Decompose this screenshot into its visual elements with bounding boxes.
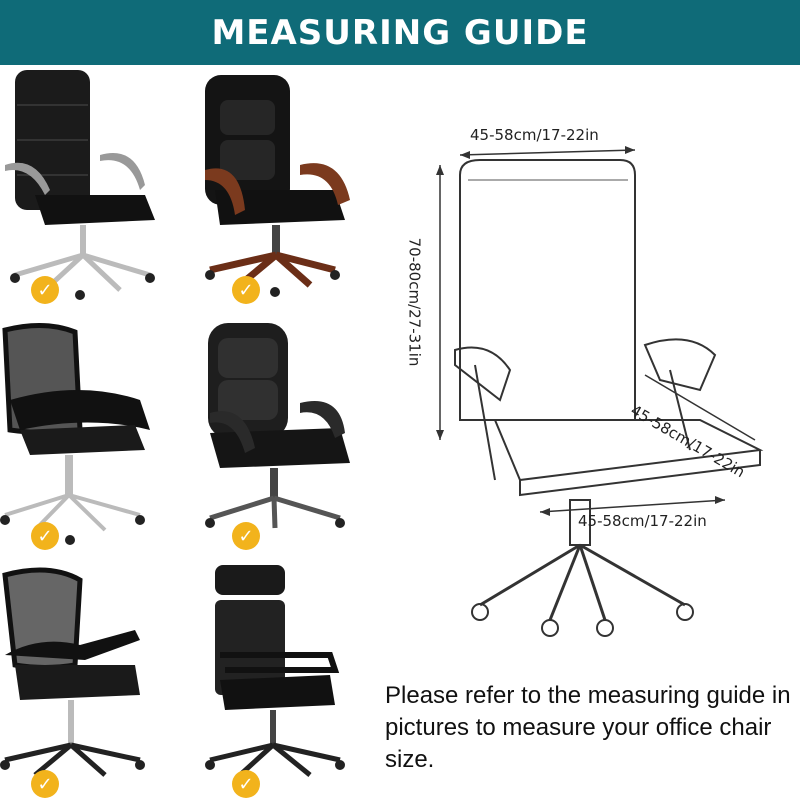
measuring-instructions: Please refer to the measuring guide in p…	[385, 682, 791, 773]
chair-mesh-flip-arm	[0, 565, 190, 810]
header-banner: MEASURING GUIDE	[0, 0, 800, 65]
chair-executive-leather	[5, 65, 195, 310]
page-title: MEASURING GUIDE	[211, 12, 589, 53]
height-dimension-label: 70-80cm/27-31in	[405, 237, 424, 367]
checkmark-icon: ✓	[232, 770, 260, 798]
checkmark-icon: ✓	[31, 770, 59, 798]
checkmark-icon: ✓	[31, 522, 59, 550]
chair-high-back-headrest	[200, 560, 390, 805]
width-dimension-label: 45-58cm/17-22in	[470, 126, 599, 144]
chair-outline-diagram	[400, 100, 800, 660]
checkmark-icon: ✓	[232, 522, 260, 550]
chair-padded-leather	[200, 318, 390, 563]
chair-mesh-back	[0, 320, 190, 565]
chair-wood-arm-executive	[200, 70, 390, 315]
checkmark-icon: ✓	[232, 276, 260, 304]
seat-dimension-label: 45-58cm/17-22in	[578, 512, 707, 530]
checkmark-icon: ✓	[31, 276, 59, 304]
